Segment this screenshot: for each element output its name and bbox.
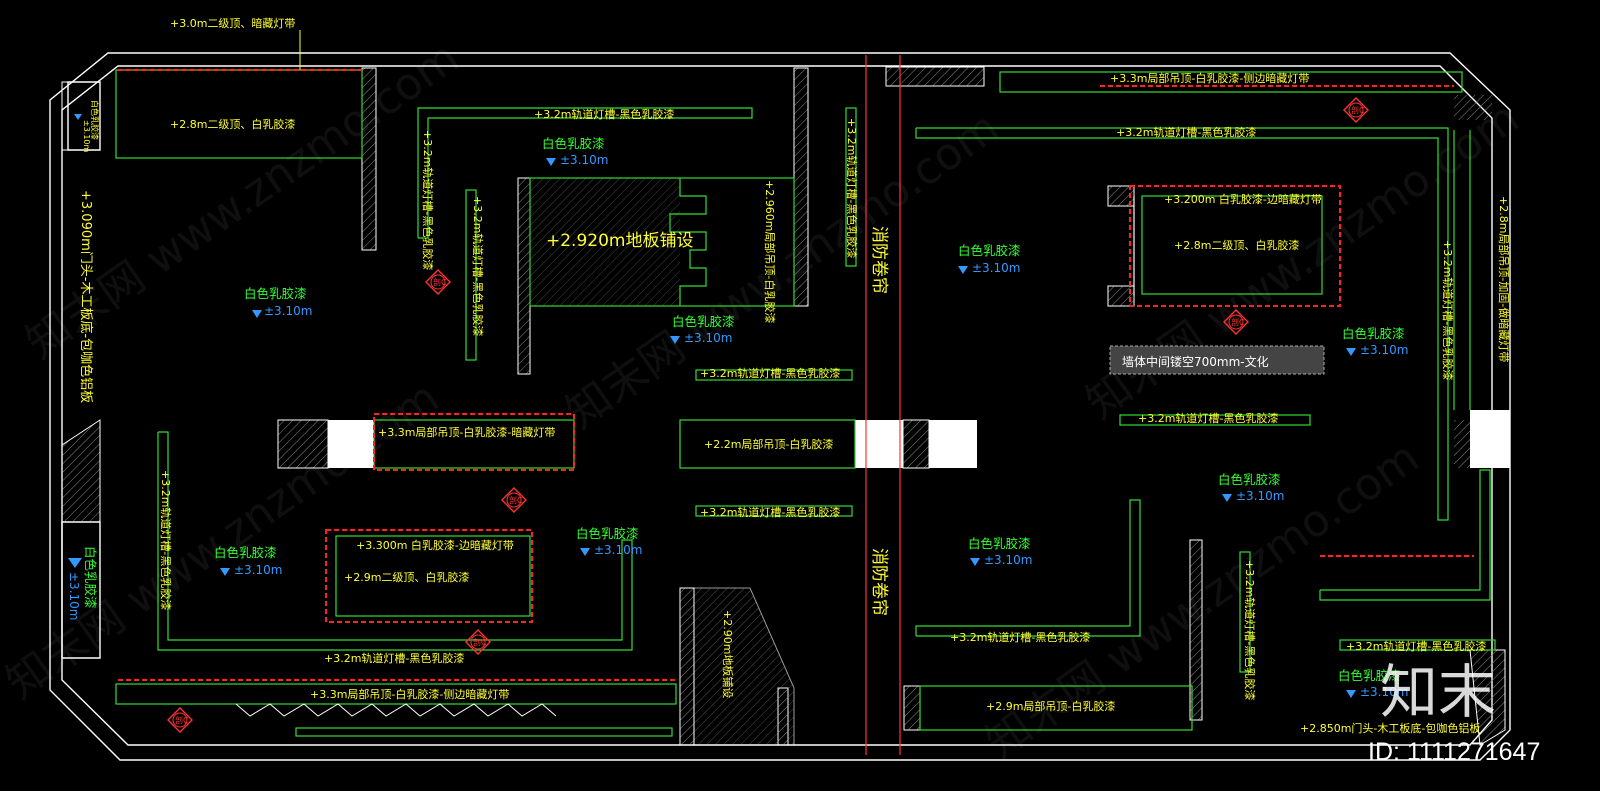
svg-text:+3.2m轨道灯槽-黑色乳胶漆: +3.2m轨道灯槽-黑色乳胶漆 <box>700 366 840 380</box>
svg-text:剖C: 剖C <box>433 277 447 287</box>
annotations: +3.0m二级顶、暗藏灯带 +2.8m二级顶、白乳胶漆 +3.090m门头-木工… <box>67 16 1511 735</box>
section-marker-5: 剖C <box>1223 309 1249 335</box>
svg-text:白色乳胶漆: 白色乳胶漆 <box>214 545 277 560</box>
svg-text:白色乳胶漆: 白色乳胶漆 <box>83 546 98 609</box>
svg-text:+2.850m门头-木工板底-包咖色铝板: +2.850m门头-木工板底-包咖色铝板 <box>1300 721 1480 735</box>
svg-text:白色乳胶漆: 白色乳胶漆 <box>542 136 605 151</box>
svg-text:白色乳胶漆: 白色乳胶漆 <box>672 314 735 329</box>
svg-text:+2.8m二级顶、白乳胶漆: +2.8m二级顶、白乳胶漆 <box>170 117 295 131</box>
svg-text:白色乳胶漆: 白色乳胶漆 <box>1218 472 1281 487</box>
svg-text:+3.2m轨道灯槽-黑色乳胶漆: +3.2m轨道灯槽-黑色乳胶漆 <box>421 130 435 270</box>
svg-text:+3.3m局部吊顶-白乳胶漆-暗藏灯带: +3.3m局部吊顶-白乳胶漆-暗藏灯带 <box>378 425 555 439</box>
floor-steps <box>235 178 795 746</box>
svg-text:±3.10m: ±3.10m <box>1236 489 1284 503</box>
svg-text:+2.920m地板铺设: +2.920m地板铺设 <box>546 231 693 251</box>
svg-text:白色乳胶漆: 白色乳胶漆 <box>244 286 307 301</box>
svg-text:±3.10m: ±3.10m <box>82 120 91 153</box>
outer-walls <box>49 52 1511 761</box>
svg-text:±3.10m: ±3.10m <box>1360 685 1408 699</box>
svg-text:+3.2m轨道灯槽-黑色乳胶漆: +3.2m轨道灯槽-黑色乳胶漆 <box>1116 125 1256 139</box>
svg-text:+2.9m局部吊顶-白乳胶漆: +2.9m局部吊顶-白乳胶漆 <box>986 699 1115 713</box>
svg-text:剖C: 剖C <box>175 715 189 725</box>
svg-text:+3.2m轨道灯槽-黑色乳胶漆: +3.2m轨道灯槽-黑色乳胶漆 <box>1346 639 1486 653</box>
culture-wall-box <box>1109 345 1325 375</box>
svg-text:±3.10m: ±3.10m <box>594 543 642 557</box>
level-markers <box>68 114 1356 698</box>
section-marker-3: 剖C <box>465 629 491 655</box>
svg-text:+2.2m局部吊顶-白乳胶漆: +2.2m局部吊顶-白乳胶漆 <box>704 437 833 451</box>
svg-text:白色乳胶漆: 白色乳胶漆 <box>958 243 1021 258</box>
svg-text:剖C: 剖C <box>1351 105 1365 115</box>
svg-text:±3.10m: ±3.10m <box>684 331 732 345</box>
svg-text:白色乳胶漆: 白色乳胶漆 <box>576 526 639 541</box>
svg-text:白色乳胶漆: 白色乳胶漆 <box>968 536 1031 551</box>
svg-text:知末网 www.znzmo.com: 知末网 www.znzmo.com <box>1077 92 1528 429</box>
svg-text:+3.2m轨道灯槽-黑色乳胶漆: +3.2m轨道灯槽-黑色乳胶漆 <box>471 196 485 336</box>
svg-text:剖C: 剖C <box>473 637 487 647</box>
svg-text:白色乳胶漆: 白色乳胶漆 <box>1338 668 1401 683</box>
svg-text:±3.10m: ±3.10m <box>67 572 81 620</box>
svg-text:剖C: 剖C <box>1231 317 1245 327</box>
svg-text:+3.2m轨道灯槽-黑色乳胶漆: +3.2m轨道灯槽-黑色乳胶漆 <box>1138 411 1278 425</box>
section-markers: 剖C 剖C 剖C 剖C 剖C 剖C <box>167 97 1369 733</box>
fire-shutter-lines <box>865 55 901 755</box>
svg-text:+3.0m二级顶、暗藏灯带: +3.0m二级顶、暗藏灯带 <box>170 16 295 30</box>
svg-text:+2.960m局部吊顶-白乳胶漆: +2.960m局部吊顶-白乳胶漆 <box>763 180 777 323</box>
svg-text:+3.2m轨道灯槽-黑色乳胶漆: +3.2m轨道灯槽-黑色乳胶漆 <box>159 470 173 610</box>
section-marker-6: 剖C <box>1343 97 1369 123</box>
svg-text:白色乳胶漆: 白色乳胶漆 <box>1342 326 1405 341</box>
svg-text:白色乳胶漆: 白色乳胶漆 <box>90 100 100 140</box>
svg-text:+3.2m轨道灯槽-黑色乳胶漆: +3.2m轨道灯槽-黑色乳胶漆 <box>700 505 840 519</box>
brand-logo: 知末 <box>1380 658 1496 726</box>
svg-text:+2.8m局部吊顶-加固-做暗藏灯带: +2.8m局部吊顶-加固-做暗藏灯带 <box>1497 196 1511 362</box>
svg-text:消防卷帘: 消防卷帘 <box>869 226 889 294</box>
svg-text:墙体中间镂空700mm-文化: 墙体中间镂空700mm-文化 <box>1122 354 1269 369</box>
section-marker-1: 剖C <box>425 269 451 295</box>
svg-text:+3.2m轨道灯槽-黑色乳胶漆: +3.2m轨道灯槽-黑色乳胶漆 <box>1441 240 1455 380</box>
svg-text:±3.10m: ±3.10m <box>234 563 282 577</box>
svg-text:剖C: 剖C <box>509 495 523 505</box>
svg-text:消防卷帘: 消防卷帘 <box>869 548 889 616</box>
svg-text:+3.3m局部吊顶-白乳胶漆-侧边暗藏灯带: +3.3m局部吊顶-白乳胶漆-侧边暗藏灯带 <box>310 687 509 701</box>
svg-text:+3.300m 白乳胶漆-边暗藏灯带: +3.300m 白乳胶漆-边暗藏灯带 <box>356 538 514 552</box>
svg-text:+3.3m局部吊顶-白乳胶漆-侧边暗藏灯带: +3.3m局部吊顶-白乳胶漆-侧边暗藏灯带 <box>1110 71 1309 85</box>
svg-text:+3.2m轨道灯槽-黑色乳胶漆: +3.2m轨道灯槽-黑色乳胶漆 <box>324 651 464 665</box>
svg-text:+3.2m轨道灯槽-黑色乳胶漆: +3.2m轨道灯槽-黑色乳胶漆 <box>1243 560 1257 700</box>
svg-text:+3.200m 白乳胶漆-边暗藏灯带: +3.200m 白乳胶漆-边暗藏灯带 <box>1164 192 1322 206</box>
section-marker-4: 剖C <box>167 707 193 733</box>
image-id: ID: 1111271647 <box>1368 738 1540 766</box>
svg-text:+2.9m二级顶、白乳胶漆: +2.9m二级顶、白乳胶漆 <box>344 570 469 584</box>
svg-text:±3.10m: ±3.10m <box>984 553 1032 567</box>
svg-text:±3.10m: ±3.10m <box>264 304 312 318</box>
section-marker-2: 剖C <box>501 487 527 513</box>
svg-text:+3.2m轨道灯槽-黑色乳胶漆: +3.2m轨道灯槽-黑色乳胶漆 <box>534 107 674 121</box>
svg-text:±3.10m: ±3.10m <box>560 153 608 167</box>
svg-text:±3.10m: ±3.10m <box>1360 343 1408 357</box>
svg-text:+3.2m轨道灯槽-黑色乳胶漆: +3.2m轨道灯槽-黑色乳胶漆 <box>950 630 1090 644</box>
svg-text:±3.10m: ±3.10m <box>972 261 1020 275</box>
interior-walls <box>61 67 1506 746</box>
hidden-light-strips <box>118 69 1474 681</box>
svg-text:+2.90m地板铺设: +2.90m地板铺设 <box>721 610 735 698</box>
svg-text:+3.090m门头-木工板底-包咖色铝板: +3.090m门头-木工板底-包咖色铝板 <box>78 190 94 403</box>
svg-text:+3.2m轨道灯槽-黑色乳胶漆: +3.2m轨道灯槽-黑色乳胶漆 <box>845 118 859 258</box>
svg-text:+2.8m二级顶、白乳胶漆: +2.8m二级顶、白乳胶漆 <box>1174 238 1299 252</box>
